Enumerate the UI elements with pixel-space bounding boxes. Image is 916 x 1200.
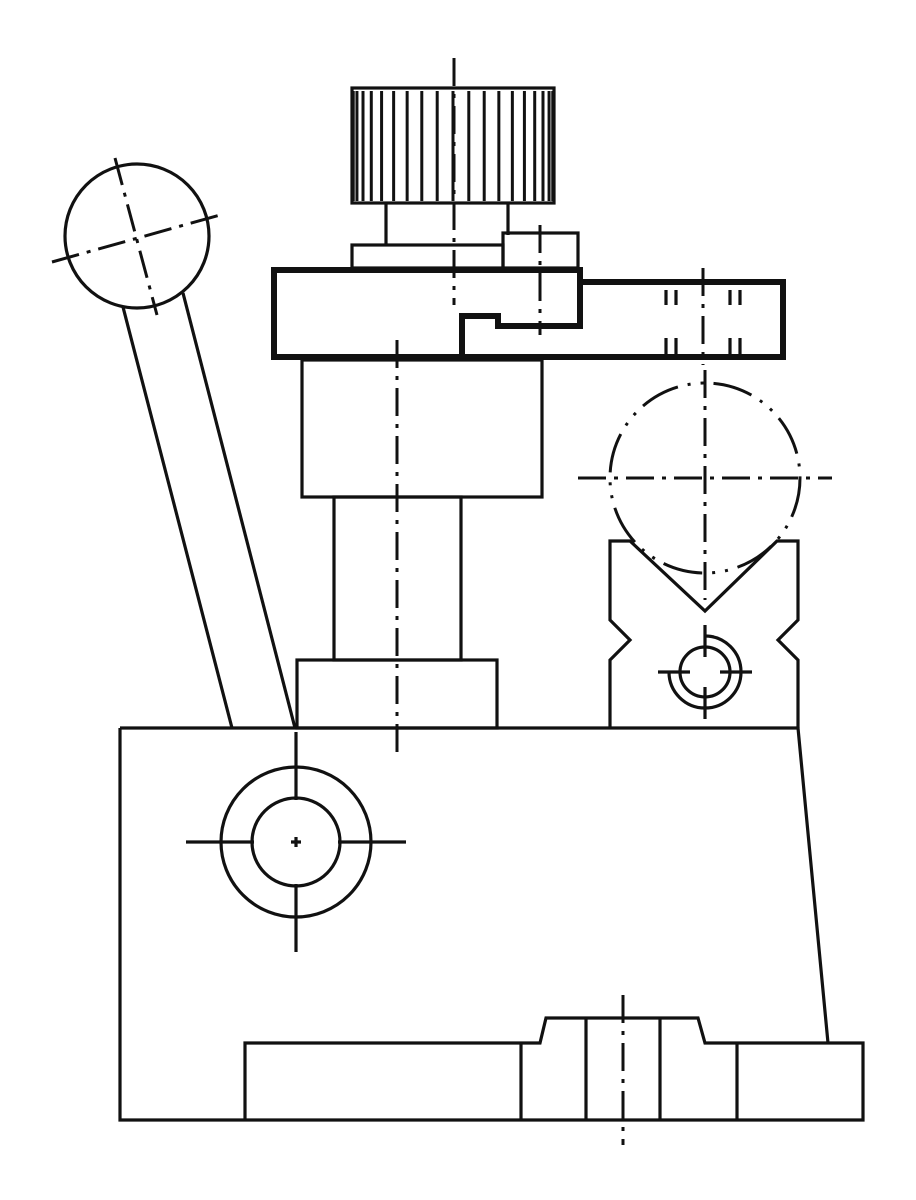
v-block	[578, 370, 832, 728]
pivot-hole	[186, 732, 406, 952]
base-body	[118, 726, 865, 1145]
clamp-arm	[271, 267, 786, 365]
column	[295, 340, 544, 760]
lever	[51, 157, 297, 729]
knurled-knob	[350, 58, 556, 305]
